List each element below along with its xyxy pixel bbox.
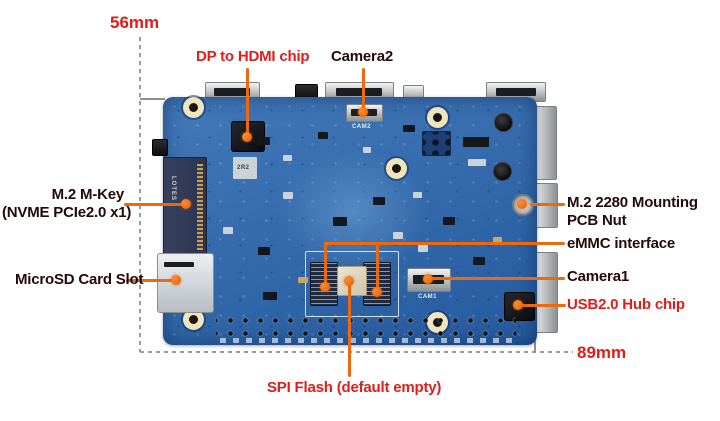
screw-head-top [494, 113, 513, 132]
av-port-slot [496, 88, 536, 96]
hdmi-port-slot [214, 88, 250, 96]
callout-dot-emmc-right [372, 287, 382, 297]
dimension-width-label: 89mm [577, 343, 627, 362]
gpio-header-holes [216, 311, 516, 337]
smd-component [223, 227, 233, 234]
microsd-slot [157, 253, 214, 313]
leader-line-camera2 [362, 68, 365, 113]
callout-dot-microsd [171, 275, 181, 285]
dimension-line-vertical [139, 37, 141, 352]
dimension-tick-top [140, 98, 165, 100]
leader-line-emmc-drop1 [324, 242, 327, 287]
m2-slot-pins [197, 164, 203, 250]
side-button [152, 139, 168, 156]
label-usb2-hub-chip: USB2.0 Hub chip [567, 296, 685, 313]
label-camera2: Camera2 [331, 48, 393, 65]
dimension-height-label: 56mm [110, 13, 160, 32]
smd-component [258, 137, 270, 145]
mounting-hole-middle [386, 158, 407, 179]
microsd-slot-detail [164, 262, 194, 267]
smd-component [463, 137, 489, 147]
callout-dot-usb-hub [513, 300, 523, 310]
callout-dot-m2-mkey [181, 199, 191, 209]
callout-dot-camera2 [358, 107, 368, 117]
smd-component [363, 147, 371, 153]
leader-line-emmc-horizontal [324, 242, 565, 245]
smd-component [258, 247, 270, 255]
camera2-silkscreen: CAM2 [352, 124, 372, 130]
label-emmc-interface: eMMC interface [567, 235, 676, 252]
smd-component [283, 155, 292, 161]
leader-line-pcb-nut [530, 203, 565, 206]
mounting-hole-top-left [183, 97, 204, 118]
label-m2-2280-nut-line1: M.2 2280 Mounting [567, 194, 698, 211]
dimension-tick-right [534, 333, 536, 352]
smd-component [373, 197, 385, 205]
leader-line-spi-flash [348, 282, 351, 377]
callout-dot-pcb-nut [517, 199, 527, 209]
leader-line-microsd [126, 279, 178, 282]
leader-line-usb-hub [521, 304, 566, 307]
smd-component [403, 125, 415, 132]
label-camera1: Camera1 [567, 268, 629, 285]
spi-flash-chip [337, 266, 367, 296]
label-dp-to-hdmi-chip: DP to HDMI chip [196, 48, 310, 65]
smd-component [443, 217, 455, 225]
dimension-line-horizontal [140, 351, 573, 353]
leader-line-camera1 [430, 277, 565, 280]
inductor-2r2: 2R2 [233, 157, 257, 179]
inductor-silkscreen: 2R2 [237, 165, 250, 171]
terminal-block [422, 131, 451, 156]
callout-dot-emmc-left [320, 282, 330, 292]
m2-slot-silkscreen: LOTES [170, 176, 176, 202]
leader-line-emmc-drop2 [376, 242, 379, 292]
leader-line-m2-mkey [124, 203, 187, 206]
smd-component [393, 232, 403, 239]
label-m2-2280-nut: M.2 2280 Mounting PCB Nut [567, 194, 698, 230]
smd-component [418, 245, 428, 252]
callout-dot-dp-hdmi [242, 132, 252, 142]
leader-line-dp-hdmi [246, 68, 249, 138]
smd-component [473, 257, 485, 265]
smd-component [283, 192, 293, 199]
camera1-silkscreen: CAM1 [418, 294, 438, 300]
smd-component [413, 192, 422, 198]
callout-dot-camera1 [423, 274, 433, 284]
mounting-hole-top-right [427, 107, 448, 128]
label-spi-flash: SPI Flash (default empty) [267, 379, 442, 396]
screw-head-middle [493, 162, 512, 181]
smd-component [263, 292, 277, 300]
smd-component [468, 159, 486, 166]
label-m2-mkey-line1: M.2 M-Key [51, 186, 125, 203]
callout-dot-spi-flash [344, 276, 354, 286]
smd-component [493, 237, 502, 243]
label-m2-mkey: M.2 M-Key (NVME PCIe2.0 x1) [2, 186, 132, 222]
label-m2-mkey-line2: (NVME PCIe2.0 x1) [2, 204, 132, 221]
bottom-silkscreen [220, 338, 515, 343]
hdmi-port2-slot [336, 88, 382, 96]
smd-component [298, 277, 308, 283]
smd-component [318, 132, 328, 139]
label-microsd-card-slot: MicroSD Card Slot [15, 271, 144, 288]
smd-component [333, 217, 347, 226]
label-m2-2280-nut-line2: PCB Nut [567, 212, 627, 229]
